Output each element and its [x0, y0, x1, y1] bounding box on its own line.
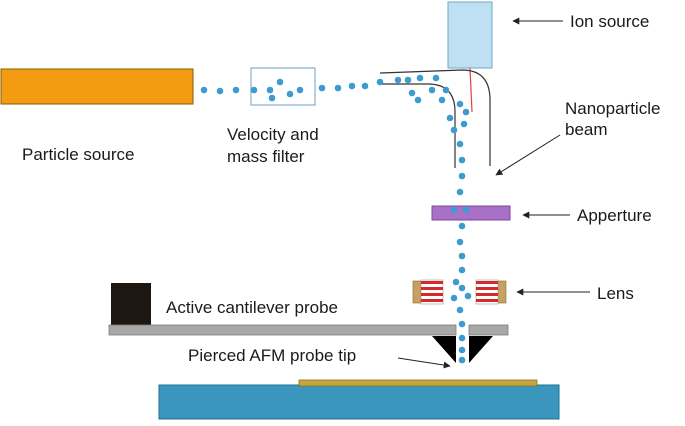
nanoparticle-dot: [456, 188, 464, 196]
nanoparticle-dot: [458, 334, 466, 342]
deflector-electrode-inner: [380, 83, 456, 168]
nanoparticle-dot: [394, 76, 402, 84]
lens-right-coil: [475, 279, 507, 305]
afm-probe-tip-left: [432, 336, 456, 363]
lens-coil-end-cap: [497, 280, 507, 304]
nanoparticle-dot: [416, 74, 424, 82]
velocity-mass-filter-box: [250, 67, 316, 106]
nanoparticle-dot: [462, 206, 470, 214]
cantilever-beam-left: [108, 324, 457, 336]
lens-label: Lens: [597, 284, 634, 303]
filter-label-line1: Velocity and: [227, 125, 319, 144]
lens-coil-winding: [476, 287, 498, 290]
lens-coil-body: [475, 279, 499, 305]
lens-coil-end-cap: [412, 280, 422, 304]
nanoparticle-dot: [318, 84, 326, 92]
nanoparticle-dot: [450, 126, 458, 134]
nanoparticle-dot: [458, 156, 466, 164]
ion-source-block: [447, 1, 493, 69]
lens-coil-winding: [476, 281, 498, 284]
nanoparticle-dot: [458, 284, 466, 292]
lens-coil-winding: [421, 281, 443, 284]
lens-coil-body: [420, 279, 444, 305]
nanoparticle-dot: [464, 292, 472, 300]
lens-coil-winding: [421, 293, 443, 296]
cantilever-base-block: [111, 283, 151, 325]
lens-left-coil: [412, 279, 444, 305]
cantilever-label: Active cantilever probe: [166, 298, 338, 317]
nanoparticle-dot: [268, 94, 276, 102]
ion-source-label: Ion source: [570, 12, 649, 31]
nanoparticle-dot: [442, 86, 450, 94]
deflector-electrode-outer: [379, 69, 491, 166]
nanoparticle-dot: [452, 278, 460, 286]
nanoparticle-dot: [460, 120, 468, 128]
lens-coil-winding: [476, 299, 498, 302]
substrate: [158, 384, 560, 420]
nanoparticle-dot: [232, 86, 240, 94]
lens-coil-winding: [421, 287, 443, 290]
nanoparticle-dot: [450, 206, 458, 214]
ion-beam-line: [469, 67, 473, 113]
nanoparticle-dot: [450, 294, 458, 302]
particle-source-block: [0, 68, 194, 105]
sample-film: [298, 379, 538, 387]
nanoparticle-dot: [456, 306, 464, 314]
nanoparticle-dot: [458, 222, 466, 230]
nanoparticle-dot: [456, 100, 464, 108]
nanoparticle-dot: [458, 356, 466, 364]
nanoparticle-dot: [266, 86, 274, 94]
lens-coil-winding: [476, 293, 498, 296]
nanoparticle-dot: [458, 266, 466, 274]
nanoparticle-dot: [348, 82, 356, 90]
nanoparticle-dot: [404, 76, 412, 84]
nanoparticle-dot: [286, 90, 294, 98]
nanoparticle-dot: [462, 108, 470, 116]
nanoparticle-dot: [414, 96, 422, 104]
nanoparticle-dot: [458, 320, 466, 328]
nanoparticle-dot: [428, 86, 436, 94]
nanoparticle-dot: [376, 78, 384, 86]
nanoparticle-dot: [458, 172, 466, 180]
nanoparticle-dot: [456, 238, 464, 246]
nanoparticle-group: [200, 74, 472, 364]
nanoparticle-beam-label-line1: Nanoparticle: [565, 99, 660, 118]
lens-coil-winding: [421, 299, 443, 302]
nanoparticle-dot: [456, 140, 464, 148]
nanoparticle-dot: [200, 86, 208, 94]
nanoparticle-beam-arrow: [495, 134, 561, 176]
cantilever-beam-right: [468, 324, 509, 336]
probe-tip-label: Pierced AFM probe tip: [188, 346, 356, 365]
nanoparticle-beam-label-line2: beam: [565, 120, 608, 139]
aperture-plate: [431, 205, 511, 221]
nanoparticle-dot: [438, 96, 446, 104]
particle-source-label: Particle source: [22, 145, 134, 164]
nanoparticle-dot: [250, 86, 258, 94]
afm-probe-tip-right: [469, 336, 493, 363]
nanoparticle-dot: [446, 114, 454, 122]
aperture-label: Apperture: [577, 206, 652, 225]
nanoparticle-dot: [296, 86, 304, 94]
filter-label-line2: mass filter: [227, 147, 305, 166]
nanoparticle-dot: [216, 87, 224, 95]
nanoparticle-dot: [458, 346, 466, 354]
nanoparticle-dot: [276, 78, 284, 86]
nanoparticle-dot: [361, 82, 369, 90]
probe-tip-arrow: [397, 357, 451, 369]
nanoparticle-dot: [458, 252, 466, 260]
nanoparticle-dot: [334, 84, 342, 92]
nanoparticle-dot: [432, 74, 440, 82]
nanoparticle-dot: [408, 89, 416, 97]
